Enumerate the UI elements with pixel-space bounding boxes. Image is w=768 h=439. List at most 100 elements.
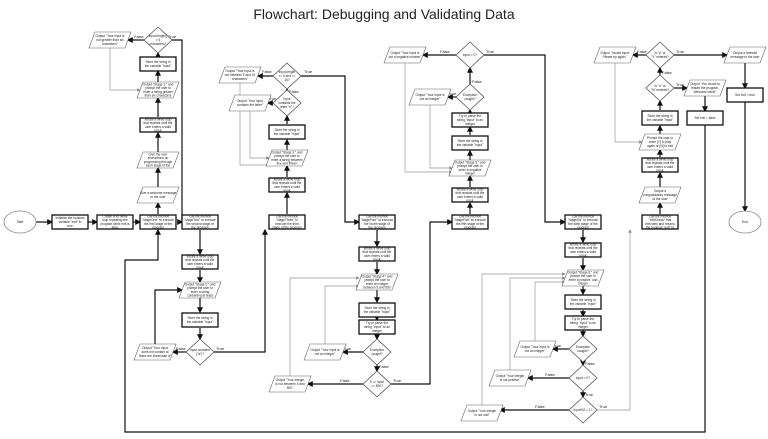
io-shape: [488, 369, 532, 387]
node-label: Output "Invalid input.Please try again.": [600, 51, 630, 59]
process-shape: [451, 187, 489, 203]
edge: [597, 229, 632, 411]
process-shape: [358, 246, 396, 262]
process-shape: [181, 312, 219, 328]
edge: [429, 105, 453, 170]
edge-label-no: False: [134, 34, 145, 39]
node-label: input > 0?: [576, 376, 590, 380]
node-dec_s5b: input < 0?: [455, 41, 485, 69]
process-shape: [358, 214, 396, 230]
terminal-shape: [3, 210, 37, 234]
edge-label-yes: True: [553, 343, 562, 348]
node-label: End: [742, 220, 748, 224]
process-shape: [181, 214, 219, 230]
edge: [214, 228, 268, 353]
edge: [289, 276, 360, 376]
io-shape: [88, 31, 132, 49]
edge-label-no: False: [262, 69, 273, 74]
edge-label-no: False: [340, 378, 351, 383]
process-shape: [96, 214, 134, 230]
process-shape: [564, 214, 602, 230]
decision-shape: [362, 338, 392, 366]
process-shape: [641, 214, 679, 230]
process-shape: [564, 294, 602, 310]
node-label: input length>= 5 and <=15?: [278, 70, 295, 82]
node-label: input.contains("a")?: [190, 348, 210, 356]
node-label: Set exit = false: [695, 116, 716, 120]
process-shape: [139, 214, 177, 230]
process-shape: [268, 124, 306, 140]
io-shape: [513, 340, 557, 358]
process-shape: [268, 214, 306, 230]
decision-shape: [455, 83, 485, 111]
decision-shape: [568, 335, 598, 363]
io-shape: [638, 133, 682, 151]
edge: [172, 39, 185, 224]
io-shape: [723, 46, 767, 64]
node-dec_s2: input.contains("a")?: [185, 338, 215, 366]
decision-shape: [645, 74, 675, 102]
edge: [481, 272, 566, 405]
node-label: input < 0?: [463, 53, 477, 57]
io-shape: [265, 149, 309, 167]
node-dec_ry: Is "y" or"Y" entered?: [645, 41, 675, 69]
edge-label-no: False: [585, 361, 596, 366]
process-shape: [641, 110, 679, 126]
process-shape: [139, 56, 177, 72]
decision-shape: [272, 89, 302, 117]
decision-shape: [362, 370, 392, 398]
io-shape: [408, 88, 452, 106]
process-shape: [726, 87, 764, 103]
io-shape: [561, 269, 605, 287]
